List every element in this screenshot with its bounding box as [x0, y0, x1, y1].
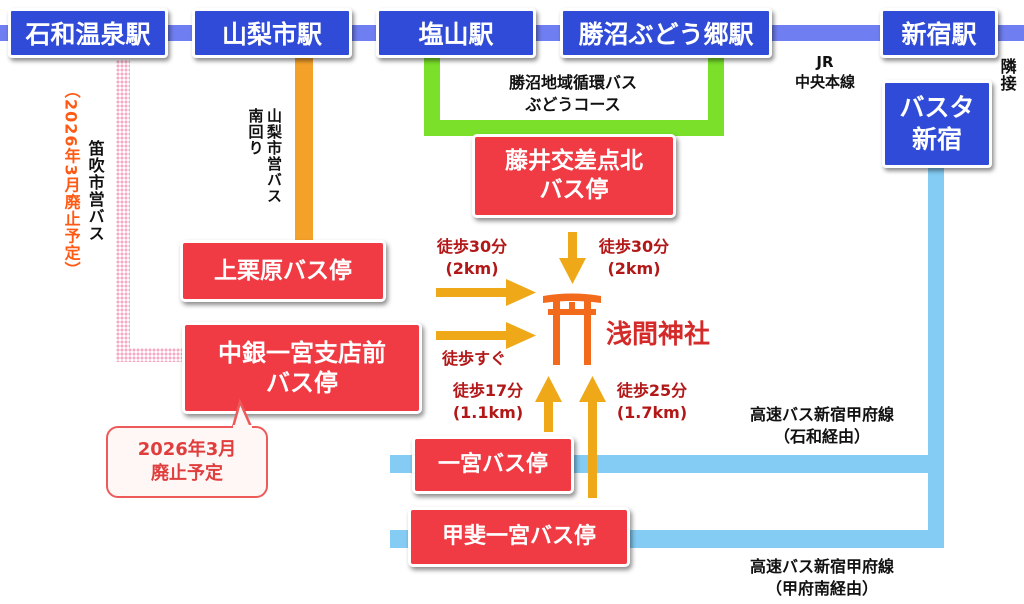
- torii-icon: [543, 293, 601, 365]
- highway-bus-route-vertical: [928, 168, 944, 548]
- highway-isawa-line-1: 高速バス新宿甲府線: [749, 405, 894, 424]
- arrow-fujii-shaft: [568, 232, 577, 262]
- callout-tail-seam: [233, 425, 252, 430]
- katsunuma-bus-route-left: [424, 52, 440, 134]
- arrow-kai-ichinomiya-shaft: [588, 398, 597, 498]
- walk-label-ichinomiya: 徒歩17分 (1.1km): [434, 380, 542, 423]
- fuefuki-bus-route-horizontal: [116, 348, 194, 362]
- callout-line-1: 2026年3月: [137, 438, 237, 460]
- busta-line-1: バスタ: [899, 92, 975, 122]
- station-enzan[interactable]: 塩山駅: [376, 8, 536, 58]
- shrine-name: 浅間神社: [606, 320, 711, 350]
- callout-line-2: 廃止予定: [151, 463, 223, 484]
- fuefuki-bus-label: 笛吹市営バス: [85, 140, 105, 242]
- stop-ichinomiya[interactable]: 一宮バス停: [412, 436, 574, 494]
- station-katsunuma-budokyo[interactable]: 勝沼ぶどう郷駅: [560, 8, 772, 58]
- walk-fujii-distance: (2km): [607, 258, 661, 278]
- stop-kai-ichinomiya[interactable]: 甲斐一宮バス停: [408, 507, 630, 567]
- station-shinjuku[interactable]: 新宿駅: [880, 8, 998, 58]
- walk-kai-ichinomiya-distance: (1.7km): [616, 402, 688, 422]
- arrow-kai-ichinomiya-head: [579, 376, 606, 402]
- highway-kofu-minami-label: 高速バス新宿甲府線 （甲府南経由）: [716, 556, 928, 599]
- walk-kai-ichinomiya-time: 徒歩25分: [616, 381, 688, 400]
- walk-label-kai-ichinomiya: 徒歩25分 (1.7km): [598, 380, 706, 423]
- arrow-kamikurihara-head: [506, 279, 536, 306]
- adjacent-label: 隣接: [997, 58, 1017, 92]
- katsunuma-bus-route-right: [708, 52, 724, 136]
- highway-isawa-line-2: （石和経由）: [773, 426, 870, 446]
- arrow-fujii-head: [559, 258, 586, 284]
- walk-fujii-time: 徒歩30分: [598, 237, 670, 256]
- walk-kamikurihara-distance: (2km): [445, 258, 499, 278]
- walk-ichinomiya-distance: (1.1km): [452, 402, 524, 422]
- yamanashi-bus-label-line-1: 山梨市営バス: [265, 108, 283, 204]
- katsunuma-bus-label-line-1: 勝沼地域循環バス: [508, 73, 637, 92]
- fujii-stop-line-2: バス停: [539, 177, 609, 203]
- katsunuma-bus-label: 勝沼地域循環バス ぶどうコース: [448, 72, 698, 115]
- chugin-stop-line-1: 中銀一宮支店前: [218, 339, 386, 367]
- jr-label-line-1: JR: [816, 53, 834, 71]
- discontinue-callout: 2026年3月 廃止予定: [106, 426, 268, 498]
- stop-kamikurihara[interactable]: 上栗原バス停: [180, 240, 386, 302]
- jr-line-label: JR 中央本線: [770, 52, 880, 93]
- arrow-kamikurihara-shaft: [436, 288, 510, 297]
- stop-fujii-kosaten-kita[interactable]: 藤井交差点北 バス停: [472, 134, 676, 218]
- highway-kofu-minami-line-1: 高速バス新宿甲府線: [749, 557, 894, 576]
- walk-ichinomiya-time: 徒歩17分: [452, 381, 524, 400]
- katsunuma-bus-label-line-2: ぶどうコース: [525, 94, 621, 114]
- walk-label-kamikurihara: 徒歩30分 (2km): [418, 236, 526, 279]
- yamanashi-bus-label-line-2: 南回り: [246, 108, 265, 156]
- fujii-stop-line-1: 藤井交差点北: [505, 148, 643, 175]
- chugin-stop-line-2: バス停: [266, 369, 338, 397]
- walk-label-fujii: 徒歩30分 (2km): [580, 236, 688, 279]
- fuefuki-bus-discontinue-note: （2026年3月廃止予定）: [61, 82, 81, 279]
- katsunuma-bus-route-bottom: [424, 120, 724, 136]
- highway-isawa-label: 高速バス新宿甲府線 （石和経由）: [716, 404, 928, 447]
- walk-label-chugin: 徒歩すぐ: [441, 349, 506, 368]
- yamanashi-bus-route: [295, 55, 313, 247]
- busta-line-2: 新宿: [911, 125, 962, 154]
- arrow-ichinomiya-shaft: [544, 398, 553, 432]
- yamanashi-bus-label: 山梨市営バス 南回り: [246, 108, 284, 204]
- arrow-chugin-head: [506, 322, 536, 349]
- station-isawa-onsen[interactable]: 石和温泉駅: [8, 8, 168, 58]
- walk-kamikurihara-time: 徒歩30分: [436, 237, 508, 256]
- station-busta-shinjuku[interactable]: バスタ 新宿: [882, 80, 992, 168]
- fuefuki-bus-route-vertical: [116, 60, 130, 362]
- station-yamanashishi[interactable]: 山梨市駅: [192, 8, 352, 58]
- highway-kofu-minami-line-2: （甲府南経由）: [765, 578, 878, 598]
- jr-label-line-2: 中央本線: [794, 73, 855, 92]
- arrow-chugin-shaft: [436, 331, 510, 340]
- arrow-ichinomiya-head: [535, 376, 562, 402]
- stop-chugin-ichinomiya[interactable]: 中銀一宮支店前 バス停: [182, 322, 422, 414]
